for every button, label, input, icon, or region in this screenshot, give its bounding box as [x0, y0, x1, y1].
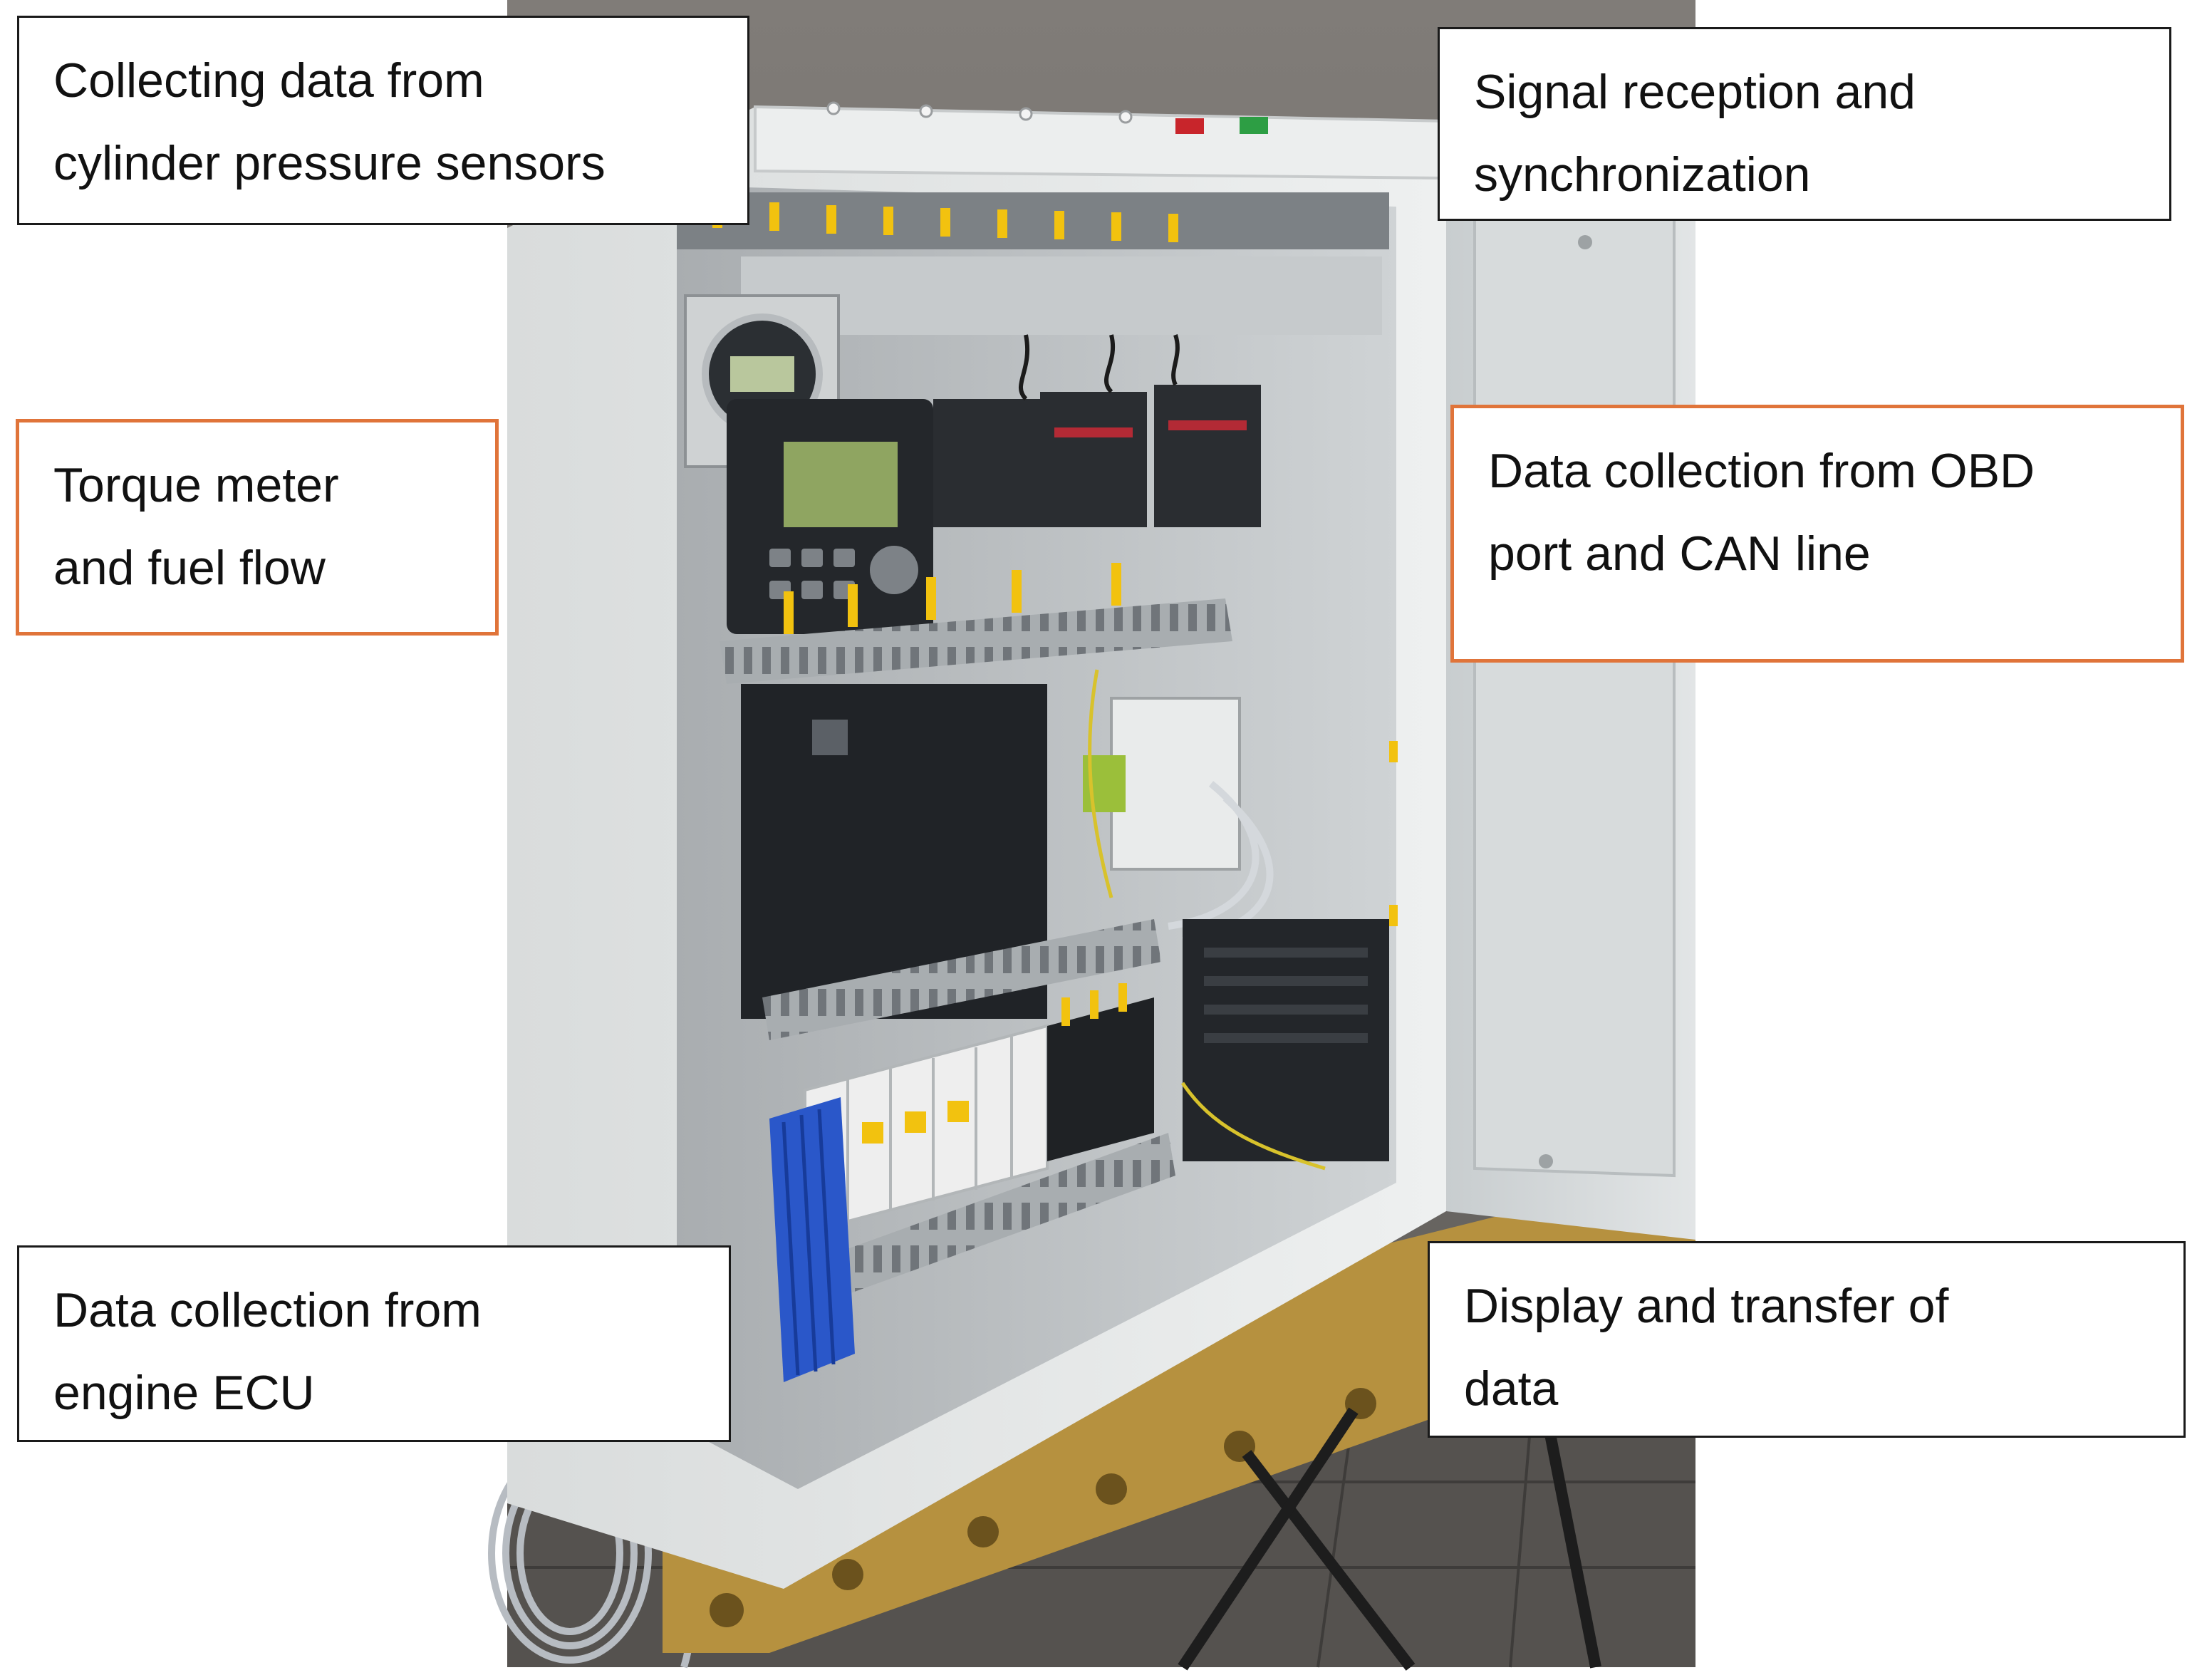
- callout-torque-fuel-text: Torque meter and fuel flow: [53, 458, 339, 595]
- callout-display-transfer: Display and transfer of data: [1428, 1241, 2186, 1438]
- callout-engine-ecu-text: Data collection from engine ECU: [53, 1283, 482, 1420]
- callout-cylinder-pressure-text: Collecting data from cylinder pressure s…: [53, 53, 606, 190]
- middle-wiring-duct: [720, 598, 1232, 684]
- callout-display-transfer-text: Display and transfer of data: [1464, 1279, 1949, 1416]
- callout-signal-sync-text: Signal reception and synchronization: [1474, 65, 1916, 202]
- callout-torque-fuel: Torque meter and fuel flow: [16, 419, 499, 636]
- blue-heatsink: [769, 1097, 855, 1382]
- bottom-wiring-duct: [833, 1133, 1175, 1297]
- lower-wiring-duct: [762, 919, 1161, 1040]
- indicator-light-red: [1175, 118, 1204, 134]
- controller-screen: [784, 442, 898, 527]
- callout-cylinder-pressure: Collecting data from cylinder pressure s…: [17, 16, 749, 225]
- io-modules: [933, 385, 1261, 527]
- terminal-blocks: [1047, 997, 1154, 1161]
- enclosure-top-lip: [754, 105, 1448, 180]
- callout-engine-ecu: Data collection from engine ECU: [17, 1245, 731, 1442]
- callout-signal-sync: Signal reception and synchronization: [1438, 27, 2171, 221]
- callout-obd-can-text: Data collection from OBD port and CAN li…: [1488, 444, 2035, 581]
- network-switch: [1110, 697, 1241, 871]
- indicator-light-green: [1240, 117, 1268, 134]
- upper-din-rail: [741, 256, 1382, 335]
- top-wiring-duct: [677, 192, 1389, 249]
- callout-obd-can: Data collection from OBD port and CAN li…: [1450, 405, 2184, 663]
